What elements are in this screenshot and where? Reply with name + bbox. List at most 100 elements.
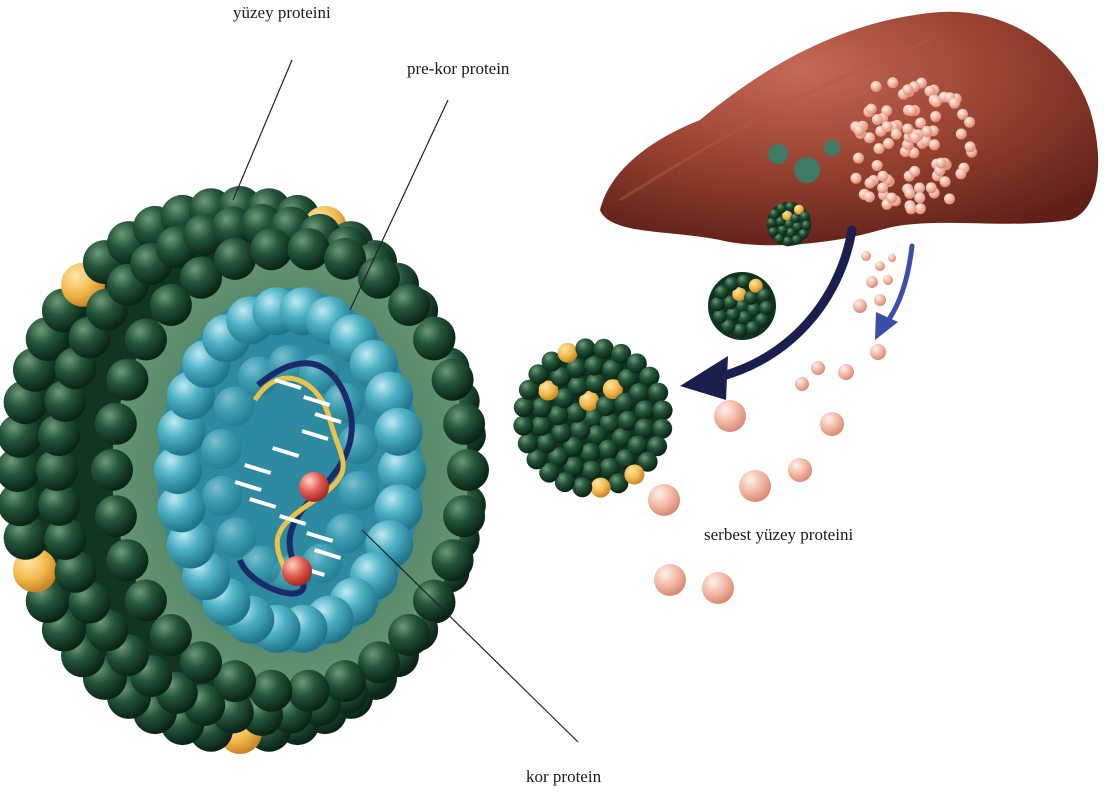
hepatocyte-particle [965,141,976,152]
shell-sphere [518,433,538,453]
shell-sphere [568,376,588,396]
shell-sphere [783,236,793,246]
hepatocyte-particle [886,193,897,204]
free-surface-protein-sphere [820,412,844,436]
surface-antigen-sphere [558,343,578,363]
shell-sphere [106,359,148,401]
hepatocyte-particle [926,182,937,193]
hepatocyte-particle [902,124,913,135]
shell-sphere [598,440,618,460]
shell-sphere [652,419,672,439]
shell-sphere [575,338,595,358]
hepatocyte-particle [891,129,902,140]
shell-sphere [800,211,810,221]
hepatocyte-particle [906,203,917,214]
shell-sphere [776,203,786,213]
shell-sphere [324,660,366,702]
leader-line-surface-protein [233,60,292,200]
shell-sphere [648,383,668,403]
hepatocyte-particle [931,96,942,107]
shell-sphere [634,419,654,439]
shell-sphere [443,403,485,445]
hepatocyte-particle [871,81,882,92]
hepatocyte-particle [853,153,864,164]
shell-sphere [106,539,148,581]
shell-sphere [572,477,592,497]
hepatocyte-particle [874,143,885,154]
shell-sphere [711,297,725,311]
free-surface-protein-sphere [875,261,885,271]
hepatocyte-particle [865,178,876,189]
label-free-surface-protein: serbest yüzey proteini [704,526,853,543]
shell-sphere [432,539,474,581]
free-surface-protein-sphere [714,400,746,432]
shell-sphere [586,373,606,393]
hepatocyte-particle [957,109,968,120]
hepatocyte-particle [940,176,951,187]
shell-sphere [737,275,751,289]
shell-sphere [91,449,133,491]
budding-virion [768,144,788,164]
shell-sphere [724,277,738,291]
free-surface-protein-sphere [853,299,867,313]
shell-sphere [125,319,167,361]
shell-sphere [653,400,673,420]
shell-sphere [580,443,600,463]
shell-sphere [767,218,777,228]
hepatocyte-particle [866,104,877,115]
label-core-protein: kor protein [526,768,601,785]
released-virion-medium [708,272,776,340]
shell-sphere [288,670,330,712]
hepatocyte-particle [956,129,967,140]
hepatocyte-particle [872,114,883,125]
hepatocyte-particle [910,132,921,143]
shell-sphere [801,220,811,230]
shell-sphere [531,416,551,436]
hepatocyte-particle [944,193,955,204]
free-surface-protein-sphere [654,564,686,596]
hepatocyte-particle [955,168,966,179]
shell-sphere [447,449,489,491]
hepatocyte-particle [877,183,888,194]
shell-sphere [513,416,533,436]
hepatocyte-particle [902,84,913,95]
free-surface-protein-sphere [874,294,886,306]
label-surface-protein: yüzey proteini [233,4,331,21]
hepatocyte-particle [877,171,888,182]
core-sphere [375,408,423,456]
free-surface-protein-sphere [861,251,871,261]
shell-sphere [785,202,795,212]
shell-sphere [250,670,292,712]
hepatocyte-particle [883,138,894,149]
free-surface-protein-sphere [866,276,878,288]
hepatocyte-particle [887,77,898,88]
shell-sphere [713,310,727,324]
shell-sphere [288,228,330,270]
shell-sphere [214,238,256,280]
free-surface-protein-sphere [888,254,896,262]
hepatocyte-particle [851,173,862,184]
polymerase-sphere [282,556,312,586]
virion-cross-section [0,186,489,754]
free-surface-protein-sphere [838,364,854,380]
hepatocyte-particle [929,139,940,150]
surface-antigen-sphere [591,478,611,498]
hepatocyte-particle [930,111,941,122]
hepatocyte-particle [864,191,875,202]
shell-sphere [733,323,747,337]
free-surface-protein-sphere [788,458,812,482]
shell-sphere [514,397,534,417]
hepatocyte-particle [949,98,960,109]
shell-sphere [250,228,292,270]
shell-sphere [635,400,655,420]
core-sphere [201,429,241,469]
hepatocyte-particle [909,166,920,177]
hepatocyte-particle [904,188,915,199]
free-surface-protein-sphere [702,572,734,604]
hepatocyte-particle [915,203,926,214]
free-surface-protein-sphere [811,361,825,375]
shell-sphere [95,403,137,445]
hepatocyte-particle [906,105,917,116]
free-surface-protein-sphere [795,377,809,391]
